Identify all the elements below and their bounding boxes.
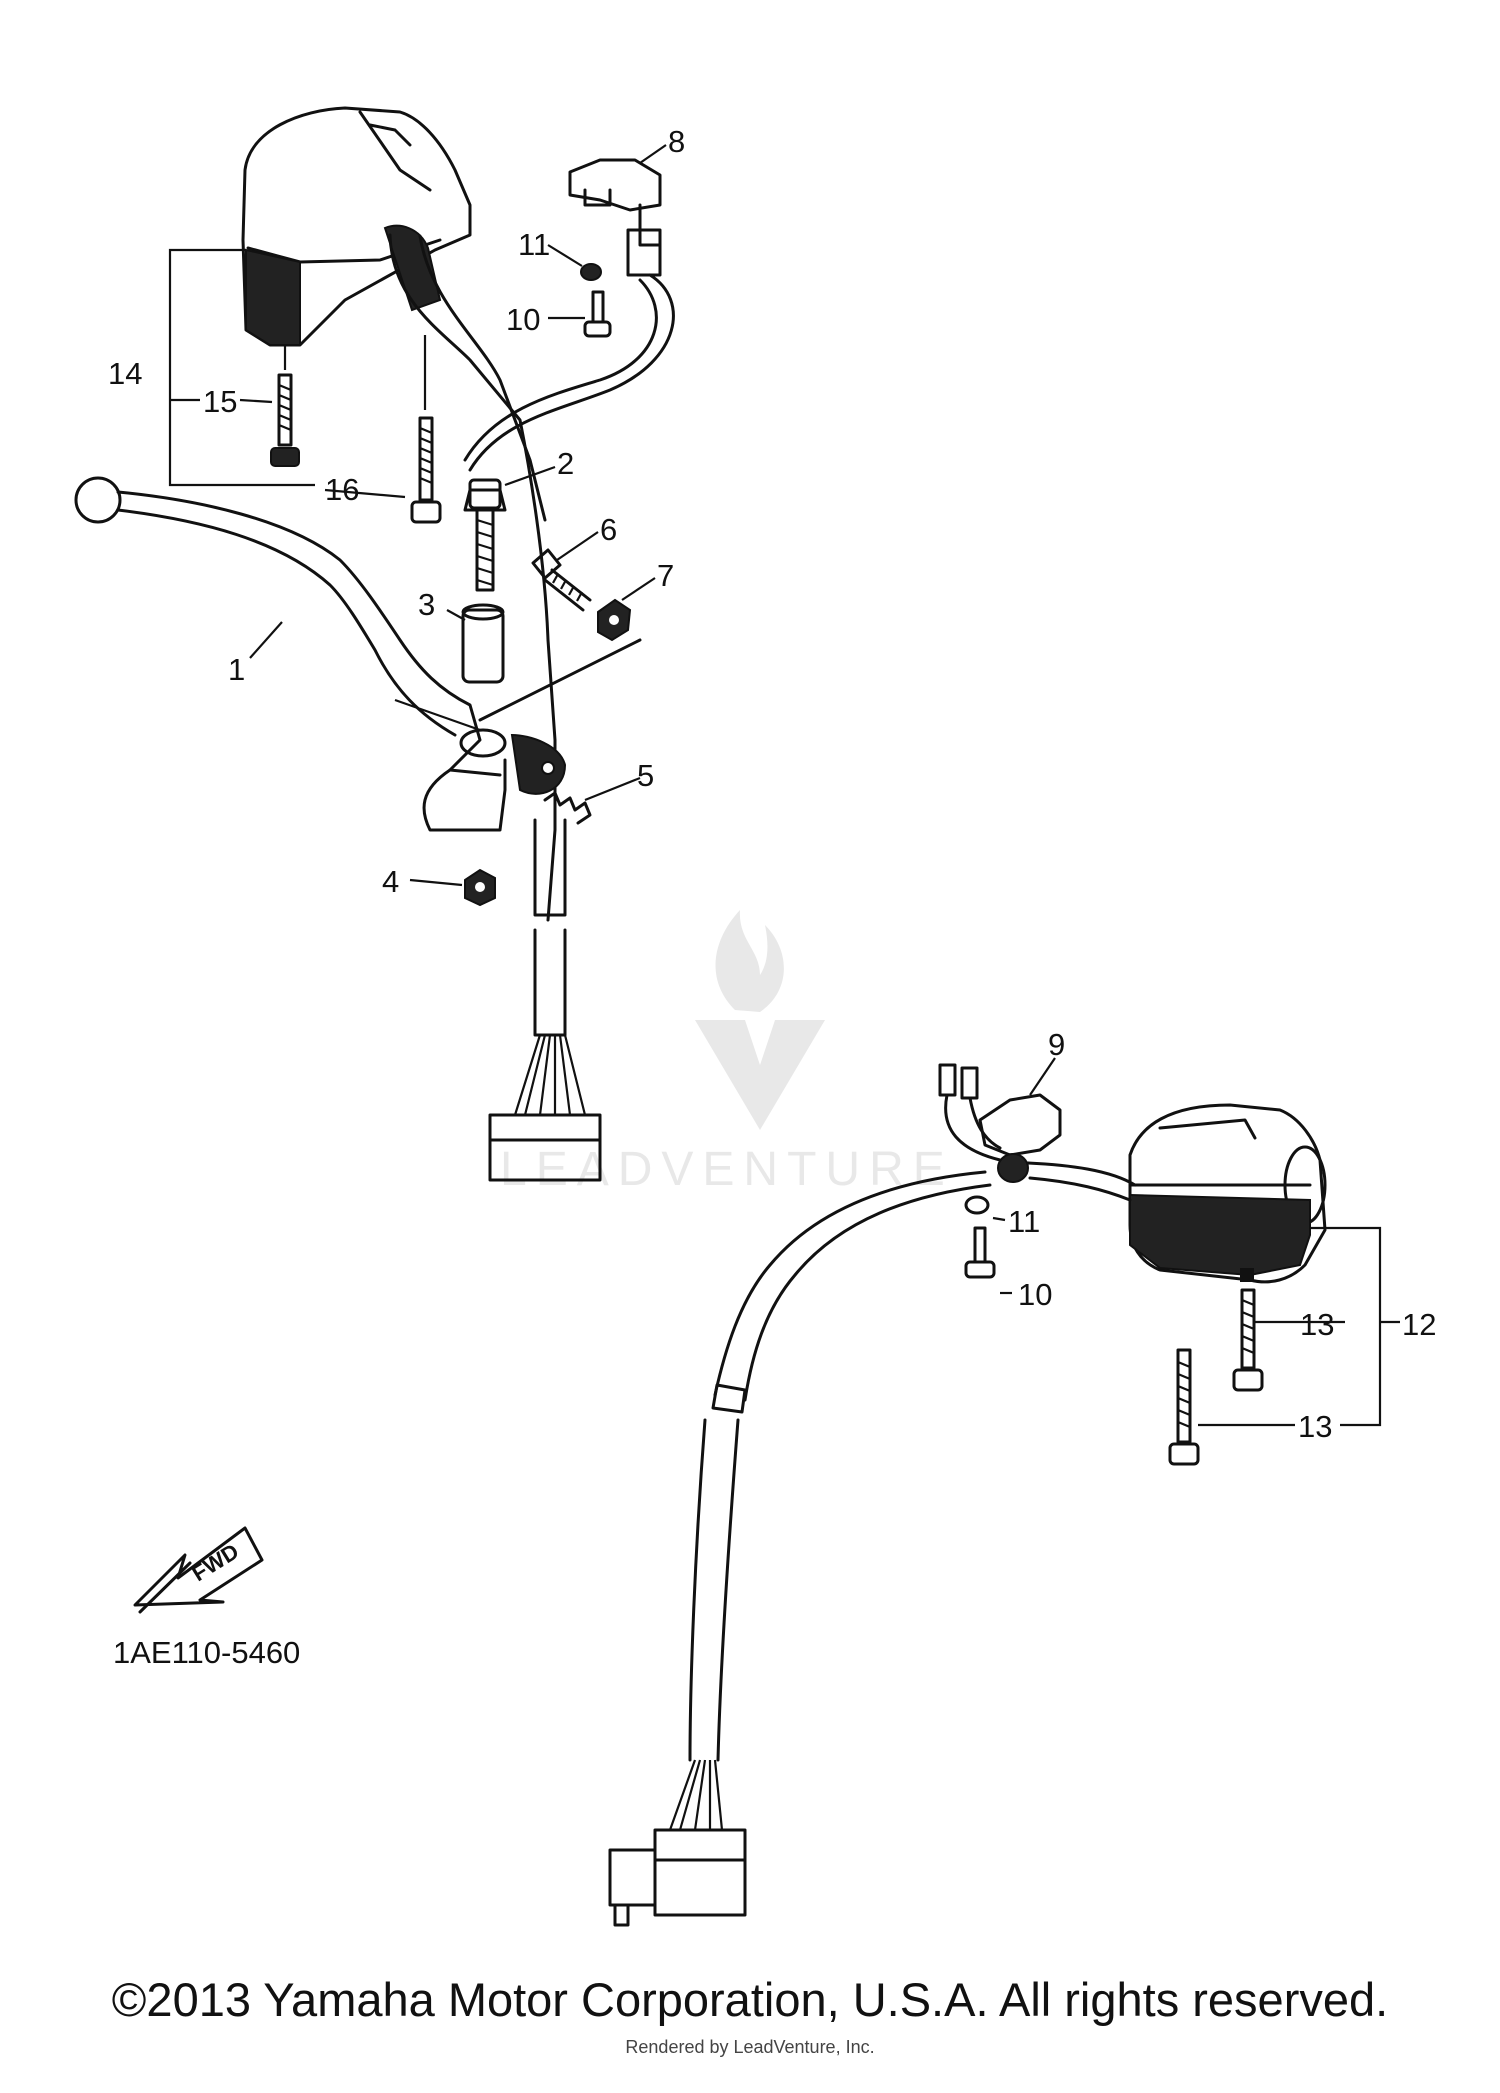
callout-14: 14 — [108, 356, 142, 391]
callout-11-upper: 11 — [518, 227, 550, 262]
callout-11-lower: 11 — [1008, 1204, 1040, 1239]
screw-10-lower — [964, 1226, 996, 1279]
left-switch-housing — [241, 106, 557, 922]
callout-8: 8 — [668, 124, 685, 159]
washer-11-upper — [580, 263, 602, 281]
callout-16: 16 — [325, 472, 359, 507]
callout-5: 5 — [637, 758, 654, 793]
part-code: 1AE110-5460 — [113, 1635, 301, 1670]
callout-9: 9 — [1048, 1027, 1065, 1062]
screw-16 — [410, 335, 442, 524]
bolt-2 — [463, 478, 507, 592]
callout-4: 4 — [382, 864, 399, 899]
lever-1 — [74, 476, 642, 832]
forward-arrow-icon: FWD — [133, 1526, 264, 1614]
render-note: Rendered by LeadVenture, Inc. — [625, 2037, 875, 2057]
switch-8 — [463, 158, 675, 472]
callout-1: 1 — [228, 652, 245, 687]
callout-6: 6 — [600, 512, 617, 547]
nut-4 — [464, 868, 496, 907]
screw-6 — [531, 548, 592, 612]
screw-10-upper — [583, 290, 612, 338]
collar-3 — [461, 603, 505, 684]
callout-2: 2 — [557, 446, 574, 481]
callout-3: 3 — [418, 587, 435, 622]
screw-13-upper — [1232, 1288, 1264, 1392]
leadventure-watermark: LEADVENTURE — [500, 910, 954, 1196]
callout-13-lower: 13 — [1298, 1409, 1332, 1444]
copyright-notice: ©2013 Yamaha Motor Corporation, U.S.A. A… — [111, 1973, 1389, 2026]
right-wire-harness — [608, 1170, 992, 1927]
switch-9 — [938, 1063, 1137, 1202]
screw-13-lower — [1168, 1348, 1295, 1466]
callout-10-lower: 10 — [1018, 1277, 1052, 1312]
callout-7: 7 — [657, 558, 674, 593]
right-switch-housing — [1128, 1103, 1327, 1284]
callout-numbers: 1 2 3 4 5 6 7 8 9 10 10 11 11 12 13 13 1… — [108, 124, 1436, 1444]
callout-12: 12 — [1402, 1307, 1436, 1342]
spring-5 — [543, 791, 592, 825]
left-wire-harness — [488, 818, 602, 1182]
callout-10-upper: 10 — [506, 302, 540, 337]
nut-7 — [597, 598, 632, 642]
watermark-text: LEADVENTURE — [500, 1143, 954, 1196]
screw-15 — [270, 345, 300, 467]
callout-leaders — [239, 144, 1056, 1295]
callout-15: 15 — [203, 384, 237, 419]
callout-13-upper: 13 — [1300, 1307, 1334, 1342]
washer-11-lower — [964, 1195, 990, 1215]
